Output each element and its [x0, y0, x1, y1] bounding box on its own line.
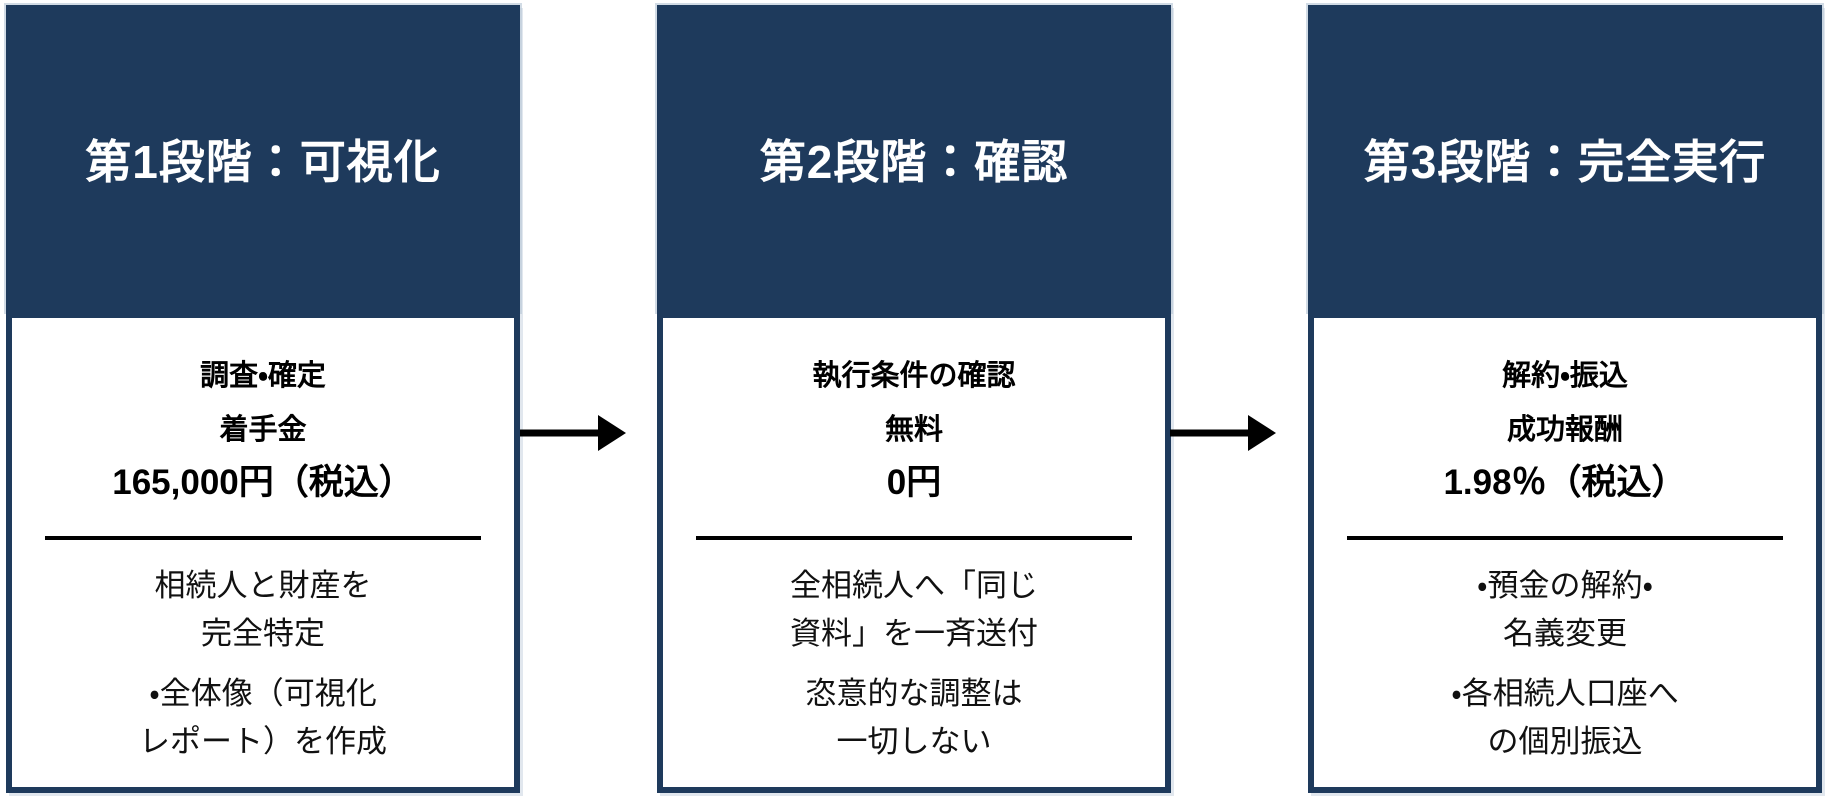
stage-2-title: 第2段階：確認: [759, 135, 1069, 188]
stage-1-note-2: ・全体像（可視化 レポート）を作成: [139, 670, 387, 766]
stage-2-note-2: 恣意的な調整は 一切しない: [806, 670, 1023, 766]
note-line: 完全特定: [201, 616, 325, 651]
note-line: 相続人と財産を: [154, 568, 372, 603]
arrow-right-icon: [1170, 393, 1308, 473]
stage-3-fee-value: 1.98％（税込）: [1443, 463, 1687, 502]
divider-line: [45, 536, 481, 540]
stage-3-note-1: ・預金の解約・ 名義変更: [1477, 562, 1653, 658]
note-line: レポート）を作成: [139, 724, 387, 759]
stage-3-subtitle: 解約・振込: [1502, 360, 1628, 392]
note-line: 一切しない: [836, 724, 992, 759]
stage-2-body: 執行条件の確認 無料 0円 全相続人へ「同じ 資料」を一斉送付 恣意的な調整は …: [657, 312, 1171, 793]
stage-card-2: 第2段階：確認 執行条件の確認 無料 0円 全相続人へ「同じ 資料」を一斉送付 …: [657, 5, 1171, 793]
stage-card-3: 第3段階：完全実行 解約・振込 成功報酬 1.98％（税込） ・預金の解約・ 名…: [1308, 5, 1822, 793]
stage-3-title: 第3段階：完全実行: [1363, 135, 1767, 188]
stage-3-fee-label: 成功報酬: [1506, 414, 1623, 446]
divider-line: [696, 536, 1132, 540]
note-line: ・全体像（可視化: [149, 676, 377, 711]
stage-2-header: 第2段階：確認: [657, 5, 1171, 312]
note-line: 恣意的な調整は: [805, 676, 1023, 711]
stage-1-body: 調査・確定 着手金 165,000円（税込） 相続人と財産を 完全特定 ・全体像…: [6, 312, 520, 793]
stage-2-fee-label: 無料: [884, 414, 943, 446]
note-line: 全相続人へ「同じ: [790, 568, 1038, 603]
stage-2-note-1: 全相続人へ「同じ 資料」を一斉送付: [790, 562, 1038, 658]
note-line: の個別振込: [1487, 724, 1643, 759]
note-line: 名義変更: [1503, 616, 1627, 651]
stage-2-subtitle: 執行条件の確認: [812, 360, 1016, 392]
stage-1-fee-value: 165,000円（税込）: [112, 463, 414, 502]
stage-1-title: 第1段階：可視化: [85, 135, 441, 188]
stage-2-fee-value: 0円: [886, 463, 942, 502]
stage-3-header: 第3段階：完全実行: [1308, 5, 1822, 312]
divider-line: [1347, 536, 1783, 540]
note-line: ・預金の解約・: [1476, 568, 1654, 603]
stage-3-note-2: ・各相続人口座へ の個別振込: [1451, 670, 1679, 766]
stage-1-fee-label: 着手金: [219, 414, 307, 446]
note-line: 資料」を一斉送付: [790, 616, 1038, 651]
stage-card-1: 第1段階：可視化 調査・確定 着手金 165,000円（税込） 相続人と財産を …: [6, 5, 520, 793]
stage-3-body: 解約・振込 成功報酬 1.98％（税込） ・預金の解約・ 名義変更 ・各相続人口…: [1308, 312, 1822, 793]
stage-1-subtitle: 調査・確定: [200, 360, 326, 392]
arrow-right-icon: [520, 393, 658, 473]
stage-1-note-1: 相続人と財産を 完全特定: [155, 562, 372, 658]
note-line: ・各相続人口座へ: [1451, 676, 1679, 711]
stage-1-header: 第1段階：可視化: [6, 5, 520, 312]
